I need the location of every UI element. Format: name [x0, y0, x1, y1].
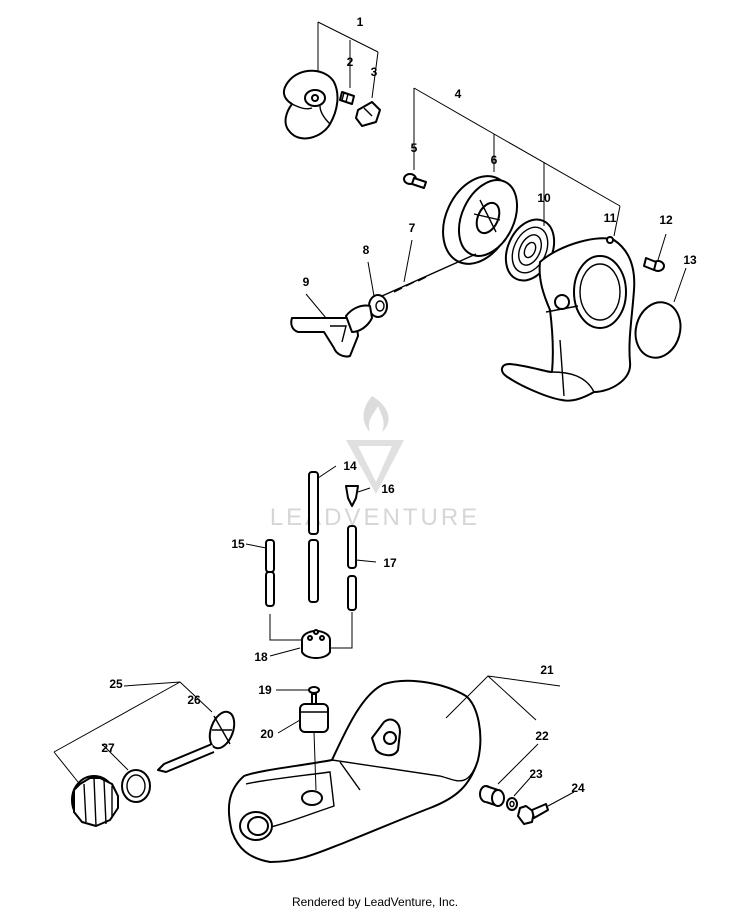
- part-9-starter-handle: [290, 304, 373, 358]
- callout-11: 11: [604, 211, 617, 225]
- part-3-pawl: [355, 101, 381, 127]
- part-13-gasket: [634, 301, 682, 359]
- callout-19: 19: [258, 683, 272, 697]
- callout-26: 26: [187, 693, 201, 707]
- callout-17: 17: [383, 556, 397, 570]
- part-22-bushing: [479, 785, 505, 807]
- callout-15: 15: [231, 537, 245, 551]
- callout-4: 4: [455, 87, 462, 101]
- callout-27: 27: [101, 741, 115, 755]
- callout-23: 23: [529, 767, 543, 781]
- callout-5: 5: [411, 141, 418, 155]
- callout-1: 1: [357, 15, 364, 29]
- callout-16: 16: [381, 482, 395, 496]
- callout-10: 10: [537, 191, 551, 205]
- part-25-fuel-cap: [71, 775, 119, 827]
- callout-8: 8: [363, 243, 370, 257]
- part-27-cap-gasket: [121, 769, 151, 803]
- callout-6: 6: [491, 153, 498, 167]
- render-credit: Rendered by LeadVenture, Inc.: [291, 895, 459, 909]
- part-6-rope-reel: [442, 175, 519, 265]
- part-5-bolt: [403, 173, 427, 189]
- callout-22: 22: [535, 729, 549, 743]
- callout-21: 21: [540, 663, 554, 677]
- callout-24: 24: [571, 781, 585, 795]
- callout-14: 14: [343, 459, 357, 473]
- fuel-line-connectors: [269, 612, 353, 649]
- callout-2: 2: [347, 55, 354, 69]
- leader-lines: [53, 21, 687, 807]
- flame-logo-icon: [363, 396, 389, 432]
- part-24-bolt: [517, 803, 549, 825]
- v-logo-icon: [346, 440, 404, 494]
- part-2-spring: [339, 91, 355, 105]
- callout-3: 3: [371, 65, 378, 79]
- watermark-text: LEADVENTURE: [270, 504, 480, 531]
- part-26-tank-strainer: [157, 710, 236, 773]
- callout-12: 12: [659, 213, 673, 227]
- part-20-fuel-filter: [299, 693, 329, 733]
- callout-9: 9: [303, 275, 310, 289]
- callout-labels: 1 2 3 4 5 6 7 8 9 10 11 12 13 14 15 16 1…: [101, 15, 697, 795]
- callout-13: 13: [683, 253, 697, 267]
- part-14-fuel-line: [308, 471, 319, 603]
- part-17-fuel-line: [347, 525, 357, 611]
- part-7-starter-rope: [381, 253, 477, 297]
- part-18-grommet: [301, 629, 331, 659]
- part-16-fuel-filter-small: [345, 485, 359, 507]
- part-15-fuel-line: [265, 539, 275, 607]
- callout-25: 25: [109, 677, 123, 691]
- callout-7: 7: [409, 221, 416, 235]
- part-21-fuel-tank: [227, 679, 482, 863]
- part-1-ratchet-assembly: [282, 69, 339, 140]
- callout-18: 18: [254, 650, 268, 664]
- part-12-screw: [643, 257, 665, 272]
- leadventure-watermark: LEADVENTURE: [270, 396, 480, 531]
- callout-20: 20: [260, 727, 274, 741]
- part-23-washer: [506, 797, 518, 811]
- part-19-clip: [308, 686, 320, 694]
- part-11-starter-case: [500, 236, 636, 402]
